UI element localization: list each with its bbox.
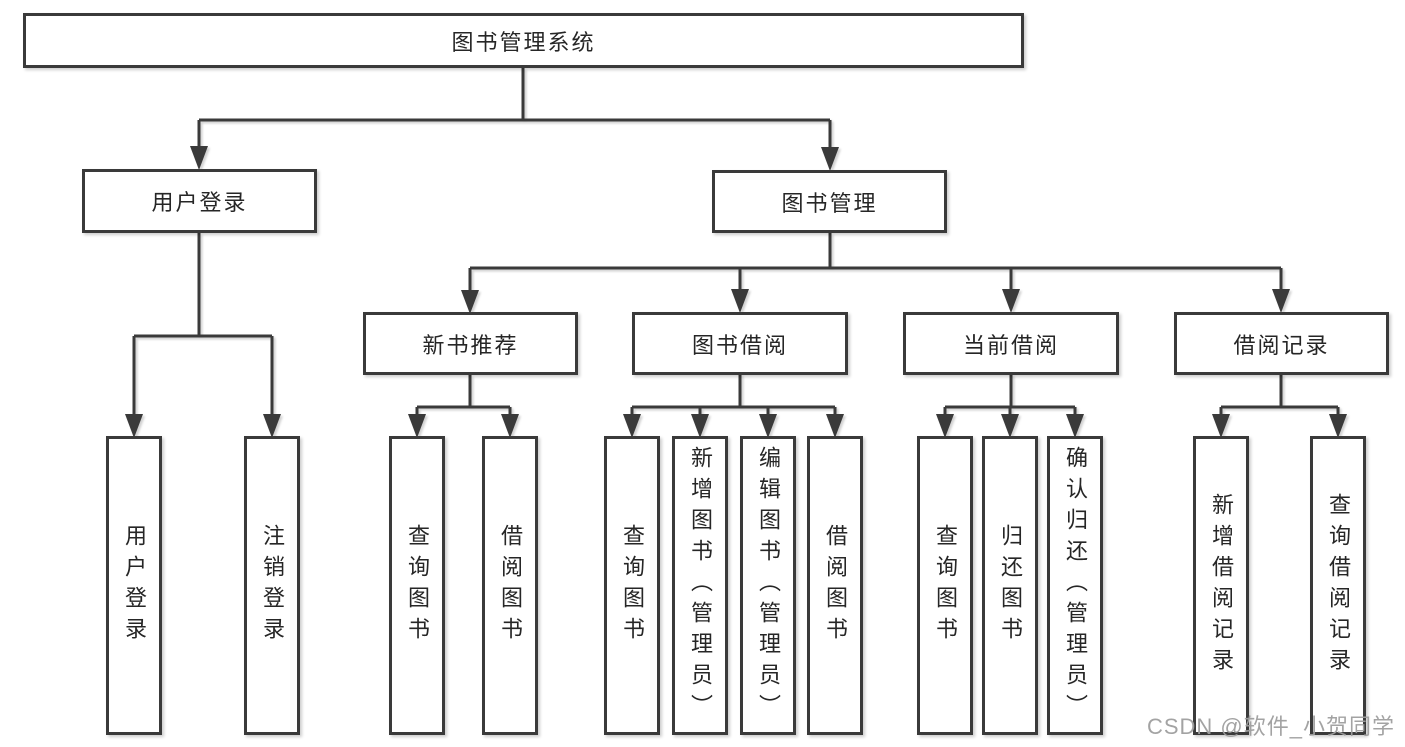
arrowhead bbox=[125, 414, 143, 438]
leaf-label: 查询图书 bbox=[620, 523, 645, 648]
csdn-watermark: CSDN @软件_小贺同学 bbox=[1146, 714, 1395, 739]
arrowhead bbox=[461, 290, 479, 314]
edge-current-split bbox=[943, 374, 1077, 416]
leaf-query-books-borrowing: 查询图书 bbox=[604, 436, 660, 735]
leaf-label: 查询图书 bbox=[933, 523, 958, 648]
leaf-label: 确认归还（管理员） bbox=[1063, 446, 1088, 725]
node-new-book-recommend: 新书推荐 bbox=[363, 312, 578, 375]
leaf-label: 编辑图书（管理员） bbox=[756, 446, 781, 725]
leaf-confirm-return-admin: 确认归还（管理员） bbox=[1047, 436, 1103, 735]
leaf-label: 查询借阅记录 bbox=[1326, 492, 1351, 679]
leaf-return-book: 归还图书 bbox=[982, 436, 1038, 735]
leaf-label: 注销登录 bbox=[260, 523, 285, 648]
leaf-label: 借阅图书 bbox=[823, 523, 848, 648]
leaf-borrow-books-recommend: 借阅图书 bbox=[482, 436, 538, 735]
arrowhead bbox=[623, 414, 641, 438]
leaf-add-borrow-record: 新增借阅记录 bbox=[1193, 436, 1249, 735]
node-borrowing-records: 借阅记录 bbox=[1174, 312, 1389, 375]
arrowhead bbox=[190, 146, 208, 170]
node-library-system: 图书管理系统 bbox=[23, 13, 1024, 68]
leaf-logout-login: 注销登录 bbox=[244, 436, 300, 735]
arrowhead bbox=[408, 414, 426, 438]
arrowhead bbox=[263, 414, 281, 438]
leaf-label: 新增图书（管理员） bbox=[688, 446, 713, 725]
arrowhead bbox=[1272, 289, 1290, 313]
leaf-label: 用户登录 bbox=[122, 523, 147, 648]
edge-root-split bbox=[197, 68, 832, 148]
node-book-borrowing: 图书借阅 bbox=[632, 312, 848, 375]
edge-borrowing-split bbox=[630, 374, 837, 416]
leaf-user-login: 用户登录 bbox=[106, 436, 162, 735]
arrowhead bbox=[691, 414, 709, 438]
arrowhead bbox=[826, 414, 844, 438]
arrowhead bbox=[936, 414, 954, 438]
arrowhead bbox=[1329, 414, 1347, 438]
leaf-label: 查询图书 bbox=[405, 523, 430, 648]
node-user-login: 用户登录 bbox=[82, 169, 317, 233]
edge-recommend-split bbox=[415, 375, 512, 416]
node-current-borrowing: 当前借阅 bbox=[903, 312, 1119, 375]
arrowhead bbox=[1001, 414, 1019, 438]
edge-book-mgmt-split bbox=[468, 233, 1283, 292]
arrowhead bbox=[1212, 414, 1230, 438]
leaf-query-books-current: 查询图书 bbox=[917, 436, 973, 735]
arrowhead bbox=[731, 289, 749, 313]
edge-user-login-split bbox=[132, 233, 274, 416]
arrowhead bbox=[1066, 414, 1084, 438]
leaf-edit-book-admin: 编辑图书（管理员） bbox=[740, 436, 796, 735]
leaf-query-borrow-record: 查询借阅记录 bbox=[1310, 436, 1366, 735]
arrowhead bbox=[1002, 289, 1020, 313]
leaf-borrow-books-borrowing: 借阅图书 bbox=[807, 436, 863, 735]
leaf-add-book-admin: 新增图书（管理员） bbox=[672, 436, 728, 735]
edge-records-split bbox=[1219, 374, 1340, 416]
leaf-label: 新增借阅记录 bbox=[1209, 492, 1234, 679]
arrowhead bbox=[501, 414, 519, 438]
arrowhead bbox=[759, 414, 777, 438]
arrowhead bbox=[821, 147, 839, 171]
leaf-label: 归还图书 bbox=[998, 523, 1023, 648]
leaf-label: 借阅图书 bbox=[498, 523, 523, 648]
leaf-query-books-recommend: 查询图书 bbox=[389, 436, 445, 735]
node-book-management: 图书管理 bbox=[712, 170, 947, 233]
